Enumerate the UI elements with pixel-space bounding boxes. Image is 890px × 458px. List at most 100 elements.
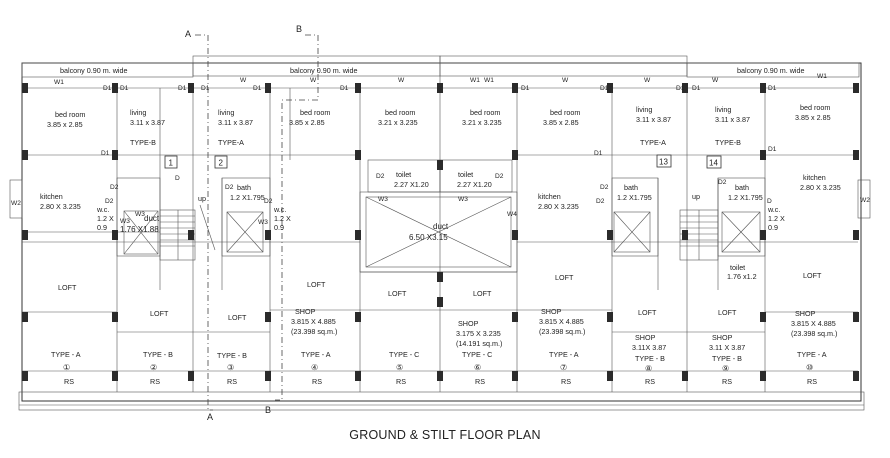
wc-size: 1.2 X [97,214,114,223]
room-size: 3.11 x 3.87 [715,115,750,124]
bath-name: bath [735,183,749,192]
unit-circle-number: ② [150,363,157,372]
toilet-name: toilet [730,263,745,272]
rs-label: RS [396,377,406,386]
room-size: 3.11 x 3.87 [636,115,671,124]
plan-title: GROUND & STILT FLOOR PLAN [349,428,541,442]
outer-walls [18,55,865,411]
unit-number: 14 [709,159,718,168]
room-name: living [636,105,652,114]
door-tag: D1 [253,85,262,92]
door-tag: D1 [676,85,685,92]
toilet-size: 2.27 X1.20 [457,180,492,189]
loft-label: LOFT [150,309,169,318]
shop-name: SHOP [541,307,562,316]
wc-name: w.c. [96,205,109,214]
rs-label: RS [64,377,74,386]
rs-label: RS [150,377,160,386]
section-lines: A B A B [185,24,319,422]
unit-circle-number: ⑤ [396,363,403,372]
room-size: 3.21 x 3.235 [378,118,418,127]
unit-circle-number: ⑨ [722,364,729,373]
shops: SHOP 3.815 X 4.885 (23.398 sq.m.) SHOP 3… [291,307,837,352]
rs-label: RS [561,377,571,386]
room-type: TYPE-B [130,138,156,147]
lofts: LOFT LOFT LOFT LOFT LOFT LOFT LOFT LOFT … [58,271,822,322]
unit-type: TYPE - A [51,350,81,359]
loft-label: LOFT [555,273,574,282]
unit-number: 1 [169,159,174,168]
section-mark-a-bottom: A [207,412,213,422]
unit-type: TYPE - C [462,350,492,359]
kitchen-size: 2.80 X 3.235 [538,202,579,211]
room-type: TYPE-B [715,138,741,147]
wc-size: 1.2 X [768,214,785,223]
window-tag: W1 [54,79,64,86]
toilet-name: toilet [458,170,473,179]
rs-label: RS [227,377,237,386]
room-name: bed room [55,110,85,119]
room-name: living [130,108,146,117]
loft-label: LOFT [803,271,822,280]
shop-area: (23.398 sq.m.) [539,327,585,336]
rs-label: RS [807,377,817,386]
unit-circle-number: ⑧ [645,364,652,373]
door-tag: D2 [225,184,234,191]
duct-size: 6.50 X3.15 [409,233,448,242]
kitchen-size: 2.80 X 3.235 [800,183,841,192]
room-name: bed room [470,108,500,117]
room-size: 3.85 x 2.85 [289,118,325,127]
window-tag: W [240,77,247,84]
shop-size: 3.815 X 4.885 [791,319,836,328]
window-tag: W3 [120,218,130,225]
room-name: bed room [550,108,580,117]
room-size: 3.11 x 3.87 [218,118,253,127]
loft-label: LOFT [718,308,737,317]
window-tag: W1 [484,77,494,84]
window-tag: W [712,77,719,84]
duct-size: 1.76 X1.88 [120,225,159,234]
duct-name: duct [433,222,449,231]
door-tag: D1 [103,85,112,92]
kitchen-name: kitchen [40,192,63,201]
room-size: 3.11 x 3.87 [130,118,165,127]
door-tag: D1 [521,85,530,92]
shop-area: (14.191 sq.m.) [456,339,502,348]
shop-name: SHOP [795,309,816,318]
door-tag: D2 [718,179,727,186]
unit-number-boxes: 1 2 13 14 [164,154,722,169]
upper-rooms: bed room 3.85 x 2.85 living 3.11 x 3.87 … [47,103,831,147]
shop-size: 3.815 X 4.885 [539,317,584,326]
shop-size: 3.175 X 3.235 [456,329,501,338]
door-tag: D2 [110,184,119,191]
rs-label: RS [722,377,732,386]
wc-name: w.c. [273,205,286,214]
door-tag: D1 [340,85,349,92]
shop-name: SHOP [295,307,316,316]
unit-type: TYPE - A [301,350,331,359]
shop-area: (23.398 sq.m.) [291,327,337,336]
room-name: bed room [300,108,330,117]
window-tag: W1 [817,73,827,80]
window-tags: W1 W W W W1 W1 W W W W1 W2 W2 W3 W3 W3 W… [11,73,870,226]
loft-label: LOFT [228,313,247,322]
window-tag: W [644,77,651,84]
door-tag: D2 [600,184,609,191]
door-tag: D [767,198,772,205]
section-mark-b-top: B [296,24,302,34]
unit-type: TYPE - B [217,351,247,360]
shop-unit-labels: TYPE - A ① RS TYPE - B ② RS TYPE - B ③ R… [51,350,827,386]
door-tag: D1 [692,85,701,92]
unit-circle-number: ③ [227,363,234,372]
room-type: TYPE-A [640,138,666,147]
unit-type: TYPE - B [712,354,742,363]
door-tag: D2 [495,173,504,180]
stair-left [159,204,216,261]
door-tag: D2 [105,198,114,205]
door-tag: D1 [201,85,210,92]
unit-type: TYPE - A [797,350,827,359]
room-name: living [715,105,731,114]
room-size: 3.85 x 2.85 [795,113,831,122]
balcony-label: balcony 0.90 m. wide [290,66,358,75]
bath-size: 1.2 X1.795 [728,193,763,202]
